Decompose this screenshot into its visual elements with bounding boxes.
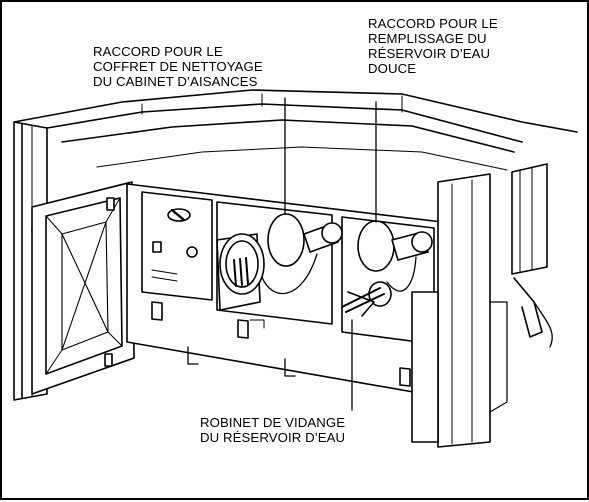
callout-line: ROBINET DE VIDANGE — [200, 415, 346, 430]
callout-fresh-water-fill-connection: RACCORD POUR LE REMPLISSAGE DU RÉSERVOIR… — [368, 16, 498, 76]
callout-tank-drain-valve: ROBINET DE VIDANGE DU RÉSERVOIR D’EAU — [200, 415, 345, 445]
callout-line: RACCORD POUR LE — [368, 16, 498, 31]
callout-line: RÉSERVOIR D’EAU — [368, 46, 491, 61]
fresh-water-connector — [341, 220, 433, 317]
right-frame-post — [411, 163, 553, 448]
leader-lines — [284, 97, 377, 411]
access-door — [31, 181, 135, 395]
callout-line: REMPLISSAGE DU — [368, 31, 487, 46]
callout-line: DU CABINET D’AISANCES — [93, 74, 258, 89]
toilet-box-connector — [216, 213, 343, 329]
callout-line: DU RÉSERVOIR D’EAU — [200, 430, 346, 445]
bottom-brackets — [187, 346, 296, 377]
callout-line: DOUCE — [368, 61, 417, 76]
callout-toilet-box-connection: RACCORD POUR LE COFFRET DE NETTOYAGE DU … — [93, 44, 263, 89]
top-beam — [13, 89, 578, 171]
callout-line: COFFRET DE NETTOYAGE — [93, 59, 263, 74]
callout-line: RACCORD POUR LE — [93, 44, 223, 59]
